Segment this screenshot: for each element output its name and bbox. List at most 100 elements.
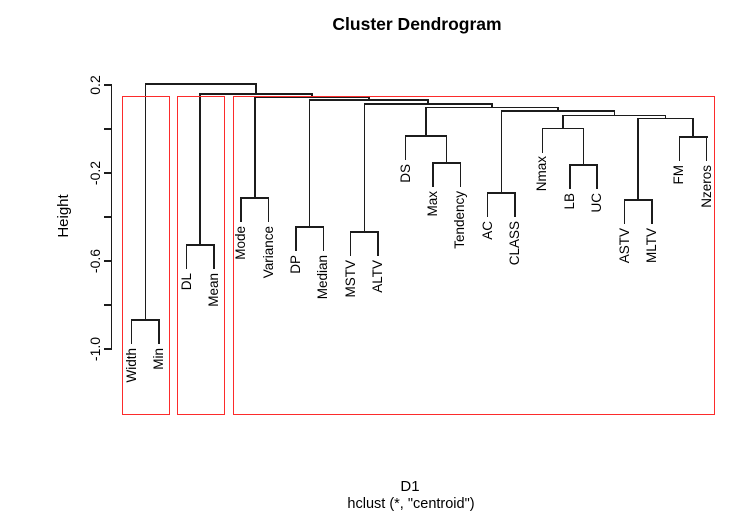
leaf-label: MLTV	[643, 227, 659, 263]
dendrogram-segment	[637, 117, 639, 201]
leaf-label: Min	[151, 347, 167, 370]
leaf-label: Width	[123, 347, 139, 383]
dendrogram-segment	[500, 110, 616, 112]
y-axis-tick	[103, 348, 113, 350]
leaf-label: Max	[424, 190, 440, 217]
cluster-box	[122, 96, 171, 415]
dendrogram-segment	[308, 99, 311, 228]
dendrogram-segment	[130, 319, 133, 345]
leaf-label: AC	[479, 220, 495, 240]
dendrogram-segment	[144, 83, 147, 321]
dendrogram-segment	[255, 83, 257, 95]
leaf-label: Mode	[233, 225, 249, 260]
dendrogram-segment	[562, 114, 564, 130]
dendrogram-segment	[349, 231, 352, 257]
y-axis-tick-label: -0.6	[87, 248, 103, 274]
dendrogram-segment	[240, 197, 270, 199]
cluster-box	[233, 96, 716, 415]
dendrogram-segment	[199, 93, 201, 246]
cluster-box	[177, 96, 226, 415]
y-axis-tick	[103, 128, 113, 130]
y-axis-tick	[103, 216, 113, 218]
dendrogram-segment	[349, 231, 379, 233]
dendrogram-segment	[445, 135, 448, 164]
dendrogram-segment	[368, 96, 370, 101]
dendrogram-segment	[651, 199, 653, 225]
dendrogram-segment	[185, 244, 188, 270]
plot-subtitle: hclust (*, "centroid")	[347, 496, 475, 512]
dendrogram-segment	[322, 226, 325, 252]
dendrogram-segment	[623, 199, 626, 225]
dendrogram-segment	[199, 93, 313, 95]
y-axis-tick	[103, 172, 113, 174]
leaf-label: UC	[589, 192, 605, 213]
y-axis-tick-label: 0.2	[87, 75, 103, 95]
leaf-label: ALTV	[370, 259, 386, 293]
y-axis-tick	[103, 260, 113, 262]
dendrogram-segment	[432, 162, 462, 164]
dendrogram-segment	[486, 192, 516, 194]
leaf-label: FM	[671, 164, 687, 185]
dendrogram-segment	[562, 114, 667, 117]
dendrogram-segment	[705, 136, 708, 162]
dendrogram-segment	[308, 99, 429, 101]
dendrogram-segment	[596, 164, 598, 190]
y-axis-tick	[103, 304, 113, 306]
dendrogram-segment	[267, 197, 270, 223]
leaf-label: DP	[288, 254, 303, 274]
dendrogram-segment	[425, 106, 427, 137]
leaf-label: Nmax	[534, 156, 550, 192]
leaf-label: LB	[561, 192, 577, 210]
dendrogram-segment	[185, 244, 215, 246]
leaf-label: Median	[315, 254, 331, 299]
y-axis-tick-label: -0.2	[87, 160, 103, 186]
dendrogram-segment	[213, 244, 215, 270]
dendrogram-segment	[500, 110, 503, 194]
dendrogram-segment	[254, 96, 256, 199]
leaf-label: ASTV	[616, 227, 632, 263]
dendrogram-segment	[425, 106, 559, 109]
dendrogram-segment	[557, 106, 559, 112]
dendrogram-segment	[678, 136, 708, 138]
dendrogram-segment	[427, 99, 429, 105]
dendrogram-segment	[377, 231, 379, 257]
dendrogram-segment	[158, 319, 160, 345]
y-axis-title: Height	[55, 194, 72, 238]
dendrogram-segment	[404, 135, 448, 137]
dendrogram-segment	[363, 103, 366, 233]
leaf-label: Tendency	[452, 190, 468, 249]
plot-title: Cluster Dendrogram	[332, 14, 502, 34]
dendrogram-segment	[295, 226, 325, 228]
dendrogram-segment	[664, 114, 667, 120]
leaf-label: Variance	[260, 225, 276, 278]
dendrogram-segment	[311, 93, 313, 99]
dendrogram-segment	[432, 162, 434, 188]
leaf-label: DS	[397, 163, 413, 183]
dendrogram-segment	[678, 136, 681, 162]
leaf-label: DL	[178, 272, 194, 290]
y-axis-tick-label: -1.0	[87, 336, 103, 362]
dendrogram-segment	[130, 319, 160, 321]
dendrogram-segment	[404, 135, 407, 161]
dendrogram-segment	[295, 226, 297, 252]
dendrogram-segment	[569, 164, 571, 190]
dendrogram-segment	[541, 127, 585, 130]
dendrogram-segment	[144, 83, 257, 85]
dendrogram-segment	[254, 96, 370, 99]
dendrogram-segment	[569, 164, 598, 166]
dendrogram-segment	[459, 162, 462, 188]
dendrogram-segment	[623, 199, 653, 201]
dendrogram-segment	[240, 197, 242, 223]
dendrogram-segment	[582, 127, 585, 166]
dendrogram-segment	[363, 103, 493, 105]
leaf-label: CLASS	[507, 220, 522, 265]
leaf-label: Nzeros	[698, 164, 714, 208]
leaf-label: MSTV	[342, 259, 358, 298]
dendrogram-segment	[491, 103, 493, 109]
dendrogram-segment	[692, 117, 694, 138]
dendrogram-segment	[486, 192, 489, 218]
y-axis-tick	[103, 84, 113, 86]
dendrogram-segment	[613, 110, 616, 117]
dendrogram-segment	[541, 127, 544, 153]
